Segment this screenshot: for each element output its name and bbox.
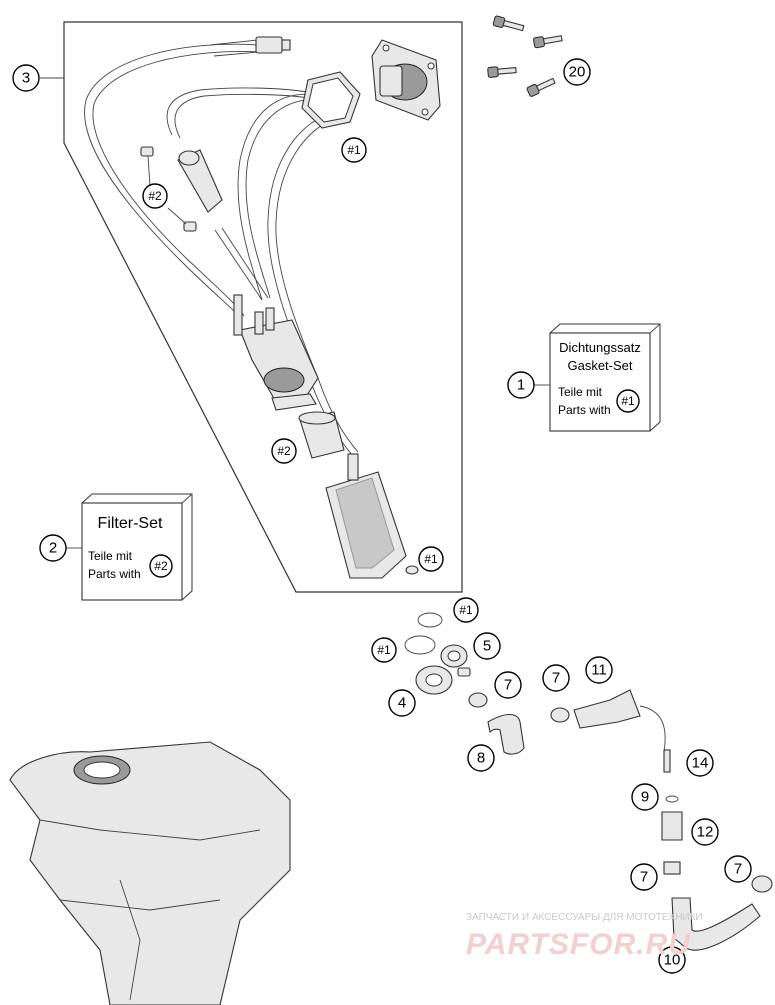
screw-set-20 (487, 15, 563, 97)
pump-body (233, 294, 319, 411)
pump-canister (325, 453, 419, 579)
svg-text:10: 10 (664, 952, 681, 969)
gasket-box-line1: Teile mit (558, 385, 603, 399)
svg-text:9: 9 (641, 789, 649, 806)
svg-text:7: 7 (640, 869, 648, 886)
gasket-box-title-en: Gasket-Set (567, 358, 632, 373)
svg-text:11: 11 (591, 662, 607, 679)
filter-box-title: Filter-Set (98, 515, 163, 532)
svg-text:#2: #2 (148, 189, 162, 203)
seal-group (404, 612, 471, 695)
callout-3[interactable]: 3 (12, 64, 40, 92)
svg-text:14: 14 (692, 755, 709, 772)
gasket-set-box: Dichtungssatz Gasket-Set Teile mit Parts… (549, 323, 661, 432)
svg-text:1: 1 (517, 377, 525, 394)
callout-2[interactable]: 2 (39, 534, 67, 562)
callout-1[interactable]: 1 (507, 371, 535, 399)
svg-text:#2: #2 (277, 444, 291, 458)
watermark-line2: PARTSFOR.RU (466, 928, 691, 961)
svg-text:2: 2 (49, 540, 57, 557)
callout-9[interactable]: 9 (631, 783, 659, 811)
gasket-box-line2: Parts with (558, 403, 611, 417)
ref-marker-1-canister[interactable]: #1 (418, 546, 444, 572)
ref-marker-2-sleeve[interactable]: #2 (271, 438, 297, 464)
clamps-and-hoses (468, 689, 773, 951)
svg-text:8: 8 (477, 750, 485, 767)
filter-box-line1: Teile mit (88, 549, 133, 563)
svg-text:#1: #1 (424, 552, 438, 566)
assembly-outline (63, 21, 463, 593)
ref-marker-1-oring-upper[interactable]: #1 (453, 597, 479, 623)
filter-parts (140, 146, 223, 232)
svg-text:4: 4 (398, 695, 406, 712)
ref-marker-2-filter[interactable]: #2 (142, 183, 168, 209)
callout-7-c[interactable]: 7 (630, 863, 658, 891)
svg-text:#1: #1 (377, 643, 391, 657)
ref-marker-1-oring-lower[interactable]: #1 (371, 637, 397, 663)
svg-text:7: 7 (552, 670, 560, 687)
callout-10[interactable]: 10 (658, 946, 686, 974)
watermark-line1: ЗАПЧАСТИ И АКСЕССУАРЫ ДЛЯ МОТОТЕХНИКИ (466, 912, 703, 923)
fuel-tank (9, 741, 291, 1005)
svg-text:7: 7 (734, 861, 742, 878)
svg-text:5: 5 (483, 638, 491, 655)
callout-12[interactable]: 12 (691, 818, 719, 846)
pump-flange-plate (371, 39, 441, 121)
svg-text:3: 3 (22, 70, 30, 87)
filter-box-ref: #2 (154, 559, 168, 573)
callout-7-a[interactable]: 7 (494, 671, 522, 699)
wiring-connector (209, 36, 291, 57)
callout-14[interactable]: 14 (686, 749, 714, 777)
filter-box-line2: Parts with (88, 567, 141, 581)
svg-text:#1: #1 (459, 603, 473, 617)
callout-8[interactable]: 8 (467, 744, 495, 772)
callout-11[interactable]: 11 (585, 656, 613, 684)
callout-20[interactable]: 20 (563, 58, 591, 86)
svg-text:20: 20 (569, 64, 586, 81)
gasket-box-ref: #1 (621, 394, 635, 408)
svg-text:12: 12 (697, 824, 714, 841)
filter-sleeve (298, 411, 345, 459)
callout-4[interactable]: 4 (388, 689, 416, 717)
callout-5[interactable]: 5 (473, 632, 501, 660)
callout-7-b[interactable]: 7 (542, 664, 570, 692)
filter-set-box: Filter-Set Teile mit Parts with #2 (81, 493, 193, 601)
svg-text:#1: #1 (347, 143, 361, 157)
callout-7-d[interactable]: 7 (724, 855, 752, 883)
ref-marker-1-flange[interactable]: #1 (341, 137, 367, 163)
gasket-box-title-de: Dichtungssatz (559, 340, 641, 355)
svg-text:7: 7 (504, 677, 512, 694)
flange-gasket-ring (301, 71, 361, 129)
